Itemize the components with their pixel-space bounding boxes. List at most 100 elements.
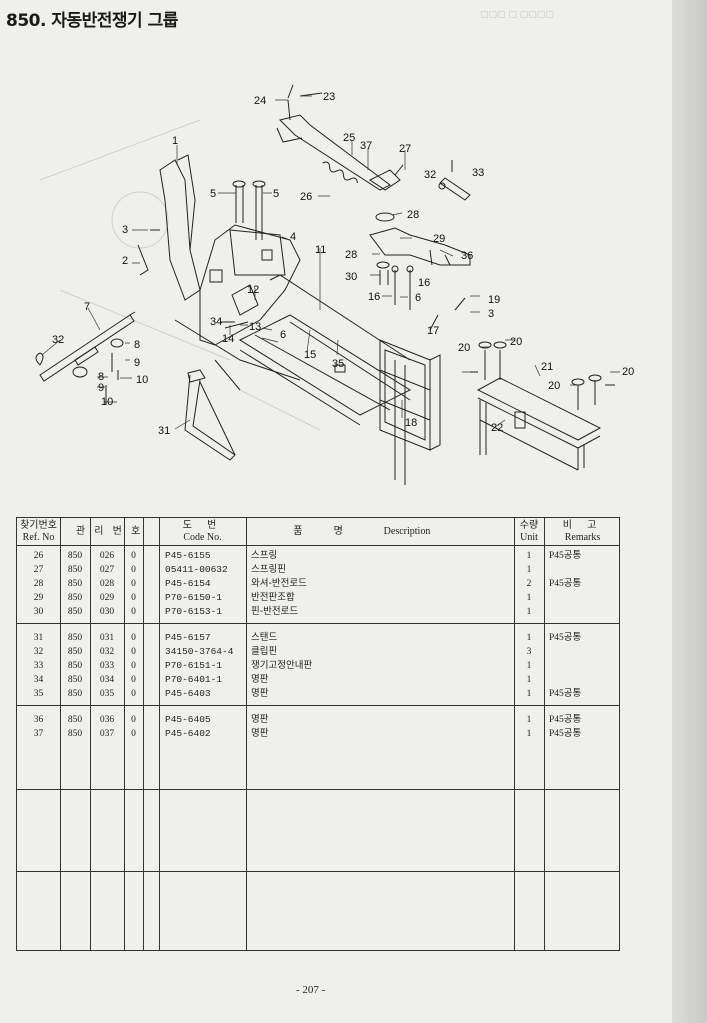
cell-c: 0: [131, 729, 136, 739]
cell-a: 850: [67, 593, 83, 603]
cell-b: 034: [99, 675, 115, 685]
cell-a: 850: [67, 689, 83, 699]
parts-list-table: 찾기번호 Ref. No 관 리 번 호 도 번 Code No. 품 명 De…: [16, 517, 620, 951]
callout-5: 5: [210, 188, 216, 200]
cell-unit: 1: [526, 675, 532, 685]
cell-name: 클립핀: [251, 646, 278, 657]
callout-16b: 16: [368, 291, 380, 303]
header-unit-ko: 수량: [519, 520, 539, 531]
cell-code: P70-6151-1: [165, 660, 223, 671]
callout-33: 33: [472, 167, 484, 179]
col-divider: [544, 518, 545, 950]
cell-a: 850: [67, 675, 83, 685]
bleed-through: ▢▢▢ ▢ ▢▢▢▢: [480, 10, 554, 20]
cell-name: 핀-반전로드: [251, 606, 299, 617]
callout-18: 18: [405, 417, 417, 429]
cell-code: 05411-00632: [165, 564, 228, 575]
callout-5b: 5: [273, 188, 279, 200]
cell-ref: 26: [33, 551, 44, 561]
cell-unit: 3: [526, 647, 532, 657]
callout-10: 10: [136, 374, 148, 386]
header-remarks-ko: 비 고: [562, 520, 603, 531]
cell-unit: 1: [526, 551, 532, 561]
callout-9b: 9: [98, 382, 104, 394]
cell-remarks: P45공통: [549, 715, 582, 725]
cell-code: P70-6153-1: [165, 606, 223, 617]
col-divider: [143, 518, 144, 950]
cell-name: 스프링: [251, 550, 278, 561]
header-ref: 찾기번호 Ref. No: [17, 520, 60, 544]
cell-ref: 31: [33, 633, 44, 643]
cell-name: 명판: [251, 728, 269, 739]
cell-remarks: P45공통: [549, 689, 582, 699]
callout-13: 13: [249, 321, 261, 333]
callout-20c: 20: [548, 380, 560, 392]
cell-remarks: P45공통: [549, 729, 582, 739]
cell-remarks: P45공통: [549, 579, 582, 589]
cell-a: 850: [67, 715, 83, 725]
col-divider: [246, 518, 247, 950]
cell-unit: 1: [526, 689, 532, 699]
cell-ref: 29: [33, 593, 44, 603]
cell-b: 036: [99, 715, 115, 725]
cell-c: 0: [131, 579, 136, 589]
header-unit: 수량 Unit: [514, 520, 544, 544]
page-number: - 207 -: [296, 984, 326, 996]
cell-name: 쟁기고정안내판: [251, 660, 313, 671]
cell-remarks: P45공통: [549, 551, 582, 561]
header-remarks: 비 고 Remarks: [544, 520, 621, 544]
callout-22: 22: [491, 422, 503, 434]
exploded-parts-diagram: 1 2 3 4 5 5 6 6 7 8 8 9 9 10 10 11 12 13…: [0, 60, 672, 500]
cell-a: 850: [67, 579, 83, 589]
cell-name: 반전판조합: [251, 592, 295, 603]
cell-code: P70-6150-1: [165, 592, 223, 603]
callout-24: 24: [254, 95, 266, 107]
callout-17: 17: [427, 325, 439, 337]
callout-14: 14: [222, 333, 234, 345]
callout-8: 8: [134, 339, 140, 351]
header-description: Description: [383, 526, 431, 537]
callout-25: 25: [343, 132, 355, 144]
cell-name: 스프링핀: [251, 564, 286, 575]
cell-name: 명판: [251, 714, 269, 725]
cell-b: 027: [99, 565, 115, 575]
cell-b: 037: [99, 729, 115, 739]
callout-23: 23: [323, 91, 335, 103]
header-mgmt: 관 리 번 호: [75, 526, 144, 537]
header-unit-en: Unit: [520, 532, 538, 543]
row-group-divider: [17, 789, 619, 790]
cell-code: P45-6403: [165, 688, 211, 699]
cell-a: 850: [67, 729, 83, 739]
header-remarks-en: Remarks: [564, 532, 601, 543]
cell-code: P45-6402: [165, 728, 211, 739]
callout-26: 26: [300, 191, 312, 203]
callout-20d: 20: [622, 366, 634, 378]
cell-ref: 30: [33, 607, 44, 617]
col-divider: [124, 518, 125, 950]
cell-b: 032: [99, 647, 115, 657]
cell-ref: 28: [33, 579, 44, 589]
cell-ref: 35: [33, 689, 44, 699]
header-ref-ko: 찾기번호: [20, 520, 57, 531]
cell-c: 0: [131, 647, 136, 657]
cell-unit: 1: [526, 565, 532, 575]
header-ref-en: Ref. No: [22, 532, 55, 543]
header-code: 도 번 Code No.: [159, 520, 246, 544]
callout-3b: 3: [488, 308, 494, 320]
callout-35: 35: [332, 358, 344, 370]
cell-code: P45-6405: [165, 714, 211, 725]
cell-remarks: P45공통: [549, 633, 582, 643]
cell-name: 명판: [251, 688, 269, 699]
cell-a: 850: [67, 633, 83, 643]
cell-c: 0: [131, 675, 136, 685]
callout-7: 7: [84, 301, 90, 313]
diagram-svg: 1 2 3 4 5 5 6 6 7 8 8 9 9 10 10 11 12 13…: [35, 84, 634, 485]
cell-c: 0: [131, 633, 136, 643]
